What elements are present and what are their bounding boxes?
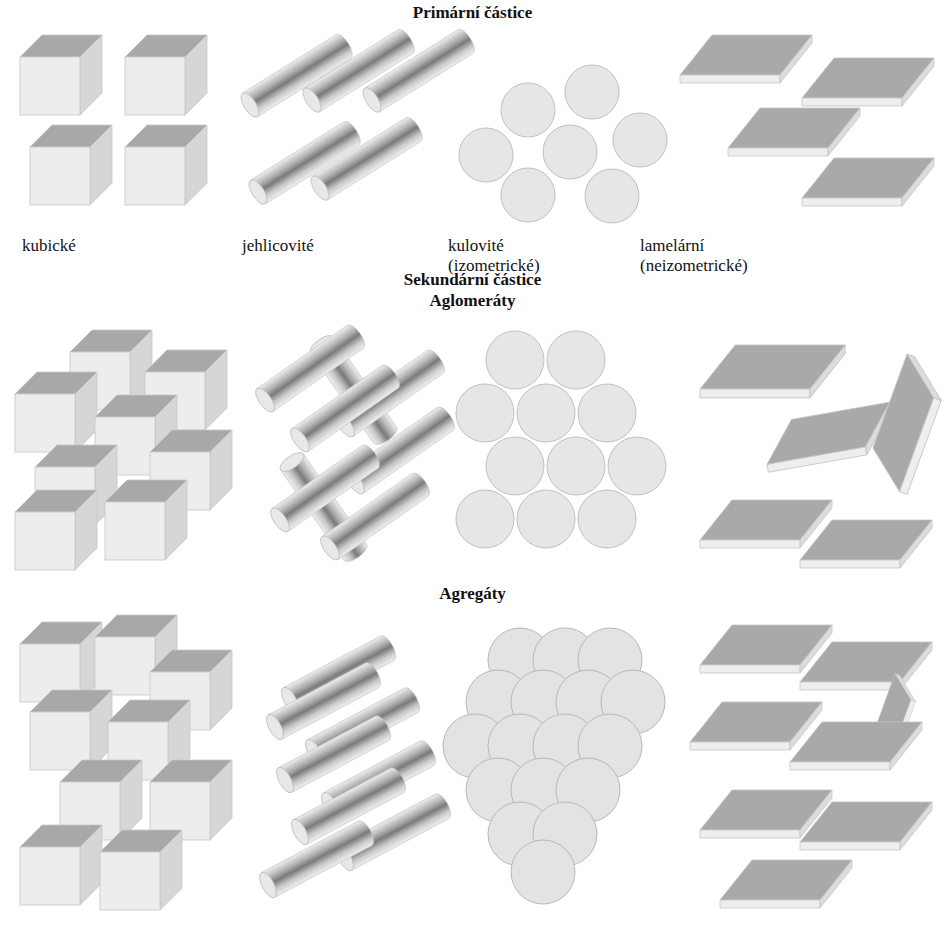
cube-agglomerate [15,330,232,570]
plate-particle [700,500,832,548]
needle-particle [287,362,403,455]
plate-particle [800,642,932,690]
section-heading: Sekundární částice [0,270,945,290]
needle-particle [317,470,433,563]
cube-aggregate [20,615,232,910]
plate-particle [862,354,945,494]
sphere-particle [565,65,619,119]
section-heading: Primární částice [0,3,945,23]
shape-label: lamelární (neizometrické) [640,236,765,277]
sphere-particle [501,83,555,137]
sphere-particle [543,125,597,179]
sphere-particles [459,65,667,223]
sphere-particle [578,490,636,548]
needle-particle [359,27,477,115]
sphere-particle [456,490,514,548]
section-heading: Agregáty [0,584,945,604]
plate-aggregate [690,625,932,908]
needle-particle [256,818,377,900]
cube-particle [125,125,207,205]
needle-particles [237,27,477,207]
plate-particle [700,345,845,398]
plate-particle [802,58,934,106]
needle-agglomerate [252,322,458,565]
cube-particle [150,760,232,840]
plate-particle [800,802,932,850]
cube-particles [20,35,207,205]
plate-particles [680,35,934,206]
plate-particle [690,702,822,750]
cube-particle [15,372,97,452]
plate-particle [720,860,852,908]
needle-aggregate [256,633,454,900]
cube-particle [30,690,112,770]
sphere-particle [456,384,514,442]
sphere-particle [547,331,605,389]
sphere-particle [459,128,513,182]
sphere-particle [517,490,575,548]
cube-particle [20,35,102,115]
cube-particle [30,125,112,205]
plate-agglomerate [700,345,945,568]
sphere-particle [547,437,605,495]
sphere-particle [511,840,575,904]
sphere-particle [585,169,639,223]
cube-particle [20,825,102,905]
cube-particle [100,830,182,910]
sphere-particle [517,384,575,442]
sphere-particle [578,384,636,442]
sphere-particle [486,437,544,495]
plate-particle [802,158,934,206]
plate-particle [680,35,812,83]
cube-particle [125,35,207,115]
section-heading: Aglomeráty [0,291,945,311]
plate-particle [728,108,860,156]
needle-particle [307,115,425,203]
plate-particle [700,625,832,673]
sphere-particle [608,437,666,495]
cube-particle [105,480,187,560]
sphere-particle [613,113,667,167]
sphere-aggregate [443,628,665,904]
sphere-particle [501,168,555,222]
cube-particle [15,490,97,570]
plate-particle [790,722,922,770]
shape-label: kubické [22,236,132,256]
plate-particle [800,520,932,568]
sphere-agglomerate [456,331,666,548]
shape-label: jehlicovité [242,236,372,256]
sphere-particle [486,331,544,389]
